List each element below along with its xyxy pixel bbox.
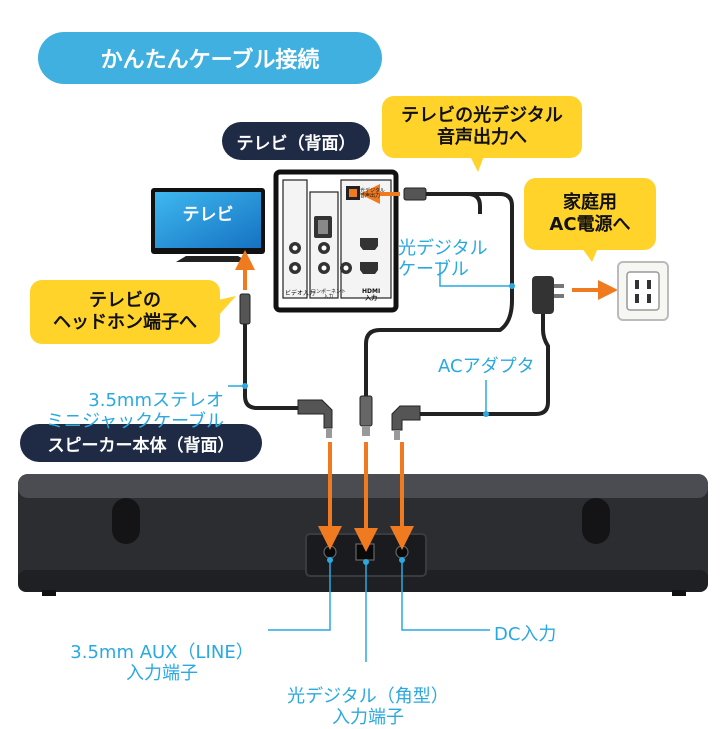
ac-callout-text: 家庭用 AC電源へ [549, 191, 631, 236]
aux-port-label: 3.5mm AUX（LINE） 入力端子 [52, 620, 272, 685]
tv-back-label-text: テレビ（背面） [236, 133, 356, 154]
optical-callout: テレビの光デジタル 音声出力へ [382, 96, 582, 158]
aux-port-label-text: 3.5mm AUX（LINE） 入力端子 [70, 641, 254, 685]
tv-panel-optical-label: 光デジタル 音声出力 [360, 187, 385, 199]
tv-panel-hdmi-label: HDMI 入力 [362, 288, 381, 302]
mini-cable-label-text: 3.5mmステレオ ミニジャックケーブル [45, 389, 224, 433]
tv-back-label: テレビ（背面） [222, 122, 370, 160]
tv-panel-hdmi-text: HDMI 入力 [362, 283, 380, 302]
dc-port-label: DC入力 [494, 620, 556, 646]
optical-cable-label: 光デジタル ケーブル [398, 216, 488, 281]
optical-plug-top [403, 187, 427, 201]
dc-port-label-text: DC入力 [494, 624, 557, 645]
optical-plug-bottom [359, 395, 373, 427]
mini-plug-top [239, 293, 251, 325]
optical-callout-tail [470, 156, 484, 172]
tv-panel-component-text: コンポーネント 入力 [311, 284, 346, 301]
headphone-callout: テレビの ヘッドホン端子へ [30, 280, 220, 344]
headphone-callout-tail [218, 296, 236, 316]
tv-panel-video-label: ビデオ入力 [285, 290, 316, 297]
optical-cable-label-text: 光デジタル ケーブル [398, 237, 488, 281]
tv-screen-label: テレビ [155, 200, 261, 225]
adapter-label: ACアダプタ [438, 352, 535, 378]
mini-plug-bottom [297, 399, 333, 429]
headphone-callout-text: テレビの ヘッドホン端子へ [53, 289, 197, 334]
tv-label-text: テレビ [182, 205, 234, 225]
tv-icon [151, 188, 265, 262]
mini-cable [243, 324, 298, 410]
optical-cable [364, 192, 514, 400]
wall-outlet [617, 261, 669, 321]
speaker-label: スピーカー本体（背面） [20, 424, 262, 462]
tv-panel-video-text: ビデオ入力 [285, 288, 315, 297]
ac-callout: 家庭用 AC電源へ [524, 178, 656, 250]
title-pill: かんたんケーブル接続 [38, 32, 382, 84]
optical-label-leader [439, 262, 512, 287]
dc-plug [391, 405, 421, 431]
tv-panel-optical-text: 光デジタル 音声出力 [360, 183, 385, 200]
ac-adapter [532, 276, 564, 314]
optical-callout-text: テレビの光デジタル 音声出力へ [401, 104, 563, 149]
mini-cable-label: 3.5mmステレオ ミニジャックケーブル [28, 368, 224, 433]
ac-cable [420, 314, 550, 416]
optical-port-label: 光デジタル（角型） 入力端子 [268, 664, 468, 729]
speaker-body [18, 474, 708, 596]
ac-callout-tail [582, 248, 598, 262]
tv-panel-component-label: コンポーネント 入力 [311, 288, 347, 300]
optical-port-label-text: 光デジタル（角型） 入力端子 [287, 685, 449, 729]
page-title: かんたんケーブル接続 [100, 48, 320, 73]
dc-port-leader [401, 560, 490, 631]
speaker-label-text: スピーカー本体（背面） [47, 435, 235, 456]
aux-port-leader [268, 560, 331, 631]
adapter-label-text: ACアダプタ [438, 356, 535, 377]
